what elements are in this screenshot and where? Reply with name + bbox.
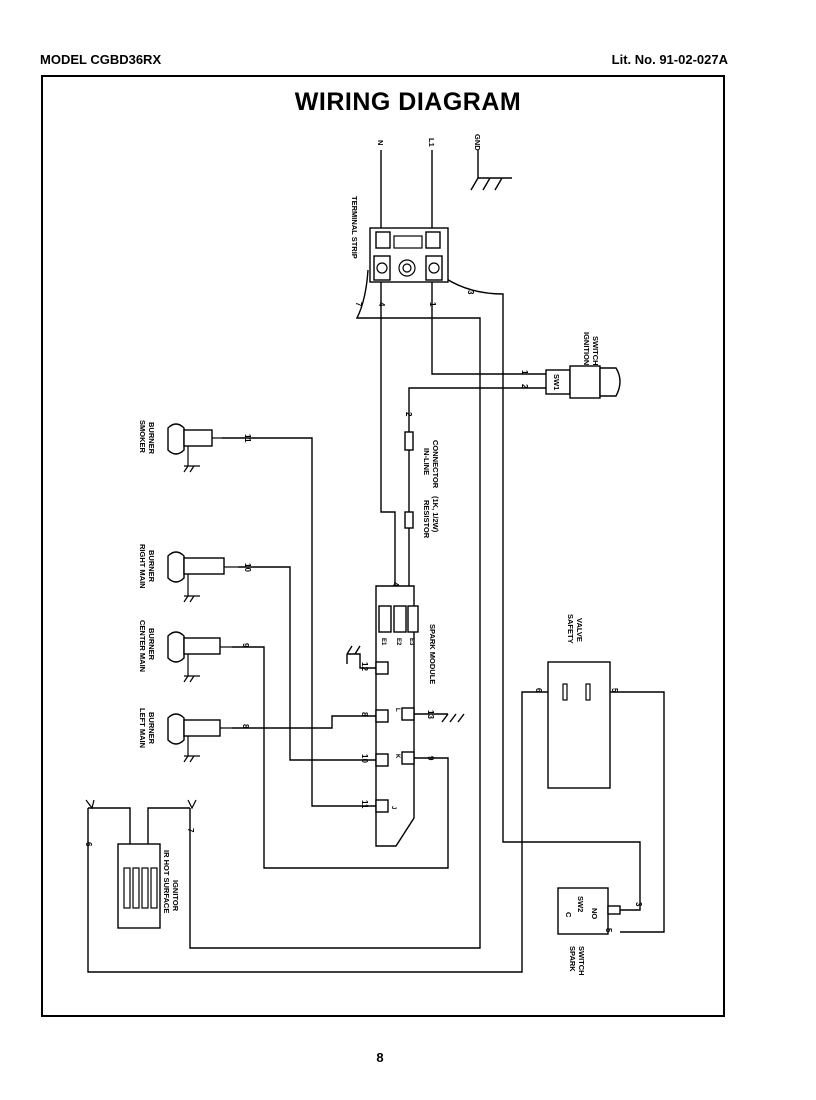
wire-label-7-top: 7: [354, 302, 363, 307]
label-spark-switch-1: SPARK: [568, 946, 577, 972]
wire-9: [232, 646, 449, 869]
wire-label-4-module: 4: [391, 582, 400, 587]
ignition-switch[interactable]: [545, 365, 621, 399]
wire-11: [222, 437, 378, 807]
label-neutral: N: [376, 140, 385, 145]
label-smoker-burner-1: SMOKER: [138, 420, 147, 454]
ground-symbol: [470, 150, 512, 191]
wire-10: [238, 566, 378, 761]
label-center-main-burner-1: CENTER MAIN: [138, 620, 147, 672]
terminal-strip: [369, 227, 449, 283]
label-ground: GND: [473, 134, 482, 151]
wire-8: [232, 715, 378, 729]
label-sw1: SW1: [552, 374, 561, 390]
wire-label-1-switch: 1: [520, 370, 529, 375]
wire-label-4-top: 4: [377, 302, 386, 307]
label-ignition-switch-1: IGNITION: [582, 332, 591, 365]
label-right-main-burner-1: RIGHT MAIN: [138, 544, 147, 589]
label-resistor-2: (1K, 1/2W): [431, 496, 440, 533]
label-sw2-c: C: [564, 912, 573, 918]
wire-label-12: 12: [360, 662, 369, 671]
smoker-burner-electrode: [167, 423, 222, 473]
label-safety-valve-1: SAFETY: [566, 614, 575, 644]
wire-label-3-top: 3: [466, 290, 475, 295]
model-label: MODEL CGBD36RX: [40, 52, 162, 67]
label-resistor-1: RESISTOR: [422, 500, 431, 539]
wire-12-ground: [346, 645, 378, 669]
wire-13-ground: [414, 713, 465, 723]
resistor: [404, 511, 414, 529]
diagram-title: WIRING DIAGRAM: [294, 88, 522, 116]
wire-3: [444, 277, 641, 911]
label-right-main-burner-2: BURNER: [147, 550, 156, 583]
wire-label-5-valve: 5: [610, 688, 619, 693]
safety-valve: [547, 661, 611, 789]
label-ir-ignitor-2: IGNITOR: [171, 880, 180, 912]
diagram-frame: [41, 75, 725, 1017]
label-inline-connector-1: IN-LINE: [422, 448, 431, 475]
terminal-k: K: [394, 754, 400, 759]
wire-label-5-switch: 5: [604, 928, 613, 933]
label-line: L1: [427, 138, 436, 147]
wire-paths: [87, 150, 665, 973]
spark-module: [375, 585, 419, 847]
wire-label-8-burner: 8: [241, 724, 250, 729]
wire-label-6-ignitor: 6: [84, 842, 93, 847]
left-main-burner-electrode: [167, 713, 232, 763]
wire-label-9-module: 9: [426, 756, 435, 761]
label-sw2-no: NO: [590, 908, 599, 919]
wire-label-10-module: 10: [360, 754, 369, 763]
wire-label-6-valve: 6: [534, 688, 543, 693]
wire-4: [380, 282, 396, 598]
center-main-burner-electrode: [167, 631, 232, 683]
label-sw2: SW2: [576, 896, 585, 912]
wire-6: [87, 691, 556, 973]
wire-2: [408, 387, 546, 598]
ir-ignitor: [85, 799, 197, 929]
wire-label-13: 13: [426, 710, 435, 719]
label-ir-ignitor-1: IR HOT SURFACE: [162, 850, 171, 913]
label-left-main-burner-1: LEFT MAIN: [138, 708, 147, 748]
wire-label-1-top: 1: [428, 302, 437, 307]
inline-connector: [404, 431, 414, 451]
spark-switch[interactable]: [557, 887, 621, 935]
wire-label-3-switch: 3: [634, 902, 643, 907]
label-smoker-burner-2: BURNER: [147, 422, 156, 455]
right-main-burner-electrode: [167, 551, 238, 603]
terminal-e1: E1: [380, 638, 386, 646]
wire-label-7-ignitor: 7: [186, 828, 195, 833]
wire-label-2-mid: 2: [404, 412, 413, 417]
literature-number: Lit. No. 91-02-027A: [611, 52, 728, 67]
wire-label-9-burner: 9: [241, 643, 250, 648]
wire-label-8-module: 8: [360, 712, 369, 717]
label-spark-module: SPARK MODULE: [428, 624, 437, 684]
label-ignition-switch-2: SWITCH: [591, 336, 600, 366]
wire-label-2-switch: 2: [520, 384, 529, 389]
ignitor-leads: [88, 807, 190, 844]
wire-7: [189, 269, 481, 949]
label-left-main-burner-2: BURNER: [147, 712, 156, 745]
label-center-main-burner-2: BURNER: [147, 628, 156, 661]
terminal-l: L: [394, 708, 400, 712]
wire-label-10-burner: 10: [243, 563, 252, 572]
label-safety-valve-2: VALVE: [575, 618, 584, 642]
page-number: 8: [376, 1050, 384, 1065]
wire-5: [596, 691, 665, 933]
wire-1: [431, 282, 546, 375]
terminal-j: J: [390, 806, 396, 809]
label-spark-switch-2: SWITCH: [577, 946, 586, 976]
wire-label-11-burner: 11: [243, 434, 252, 443]
label-inline-connector-2: CONNECTOR: [431, 440, 440, 489]
terminal-e2: E2: [395, 638, 401, 646]
terminal-e3: E3: [408, 638, 414, 646]
label-terminal-strip: TERMINAL STRIP: [350, 196, 359, 259]
wire-label-11-module: 11: [360, 800, 369, 809]
